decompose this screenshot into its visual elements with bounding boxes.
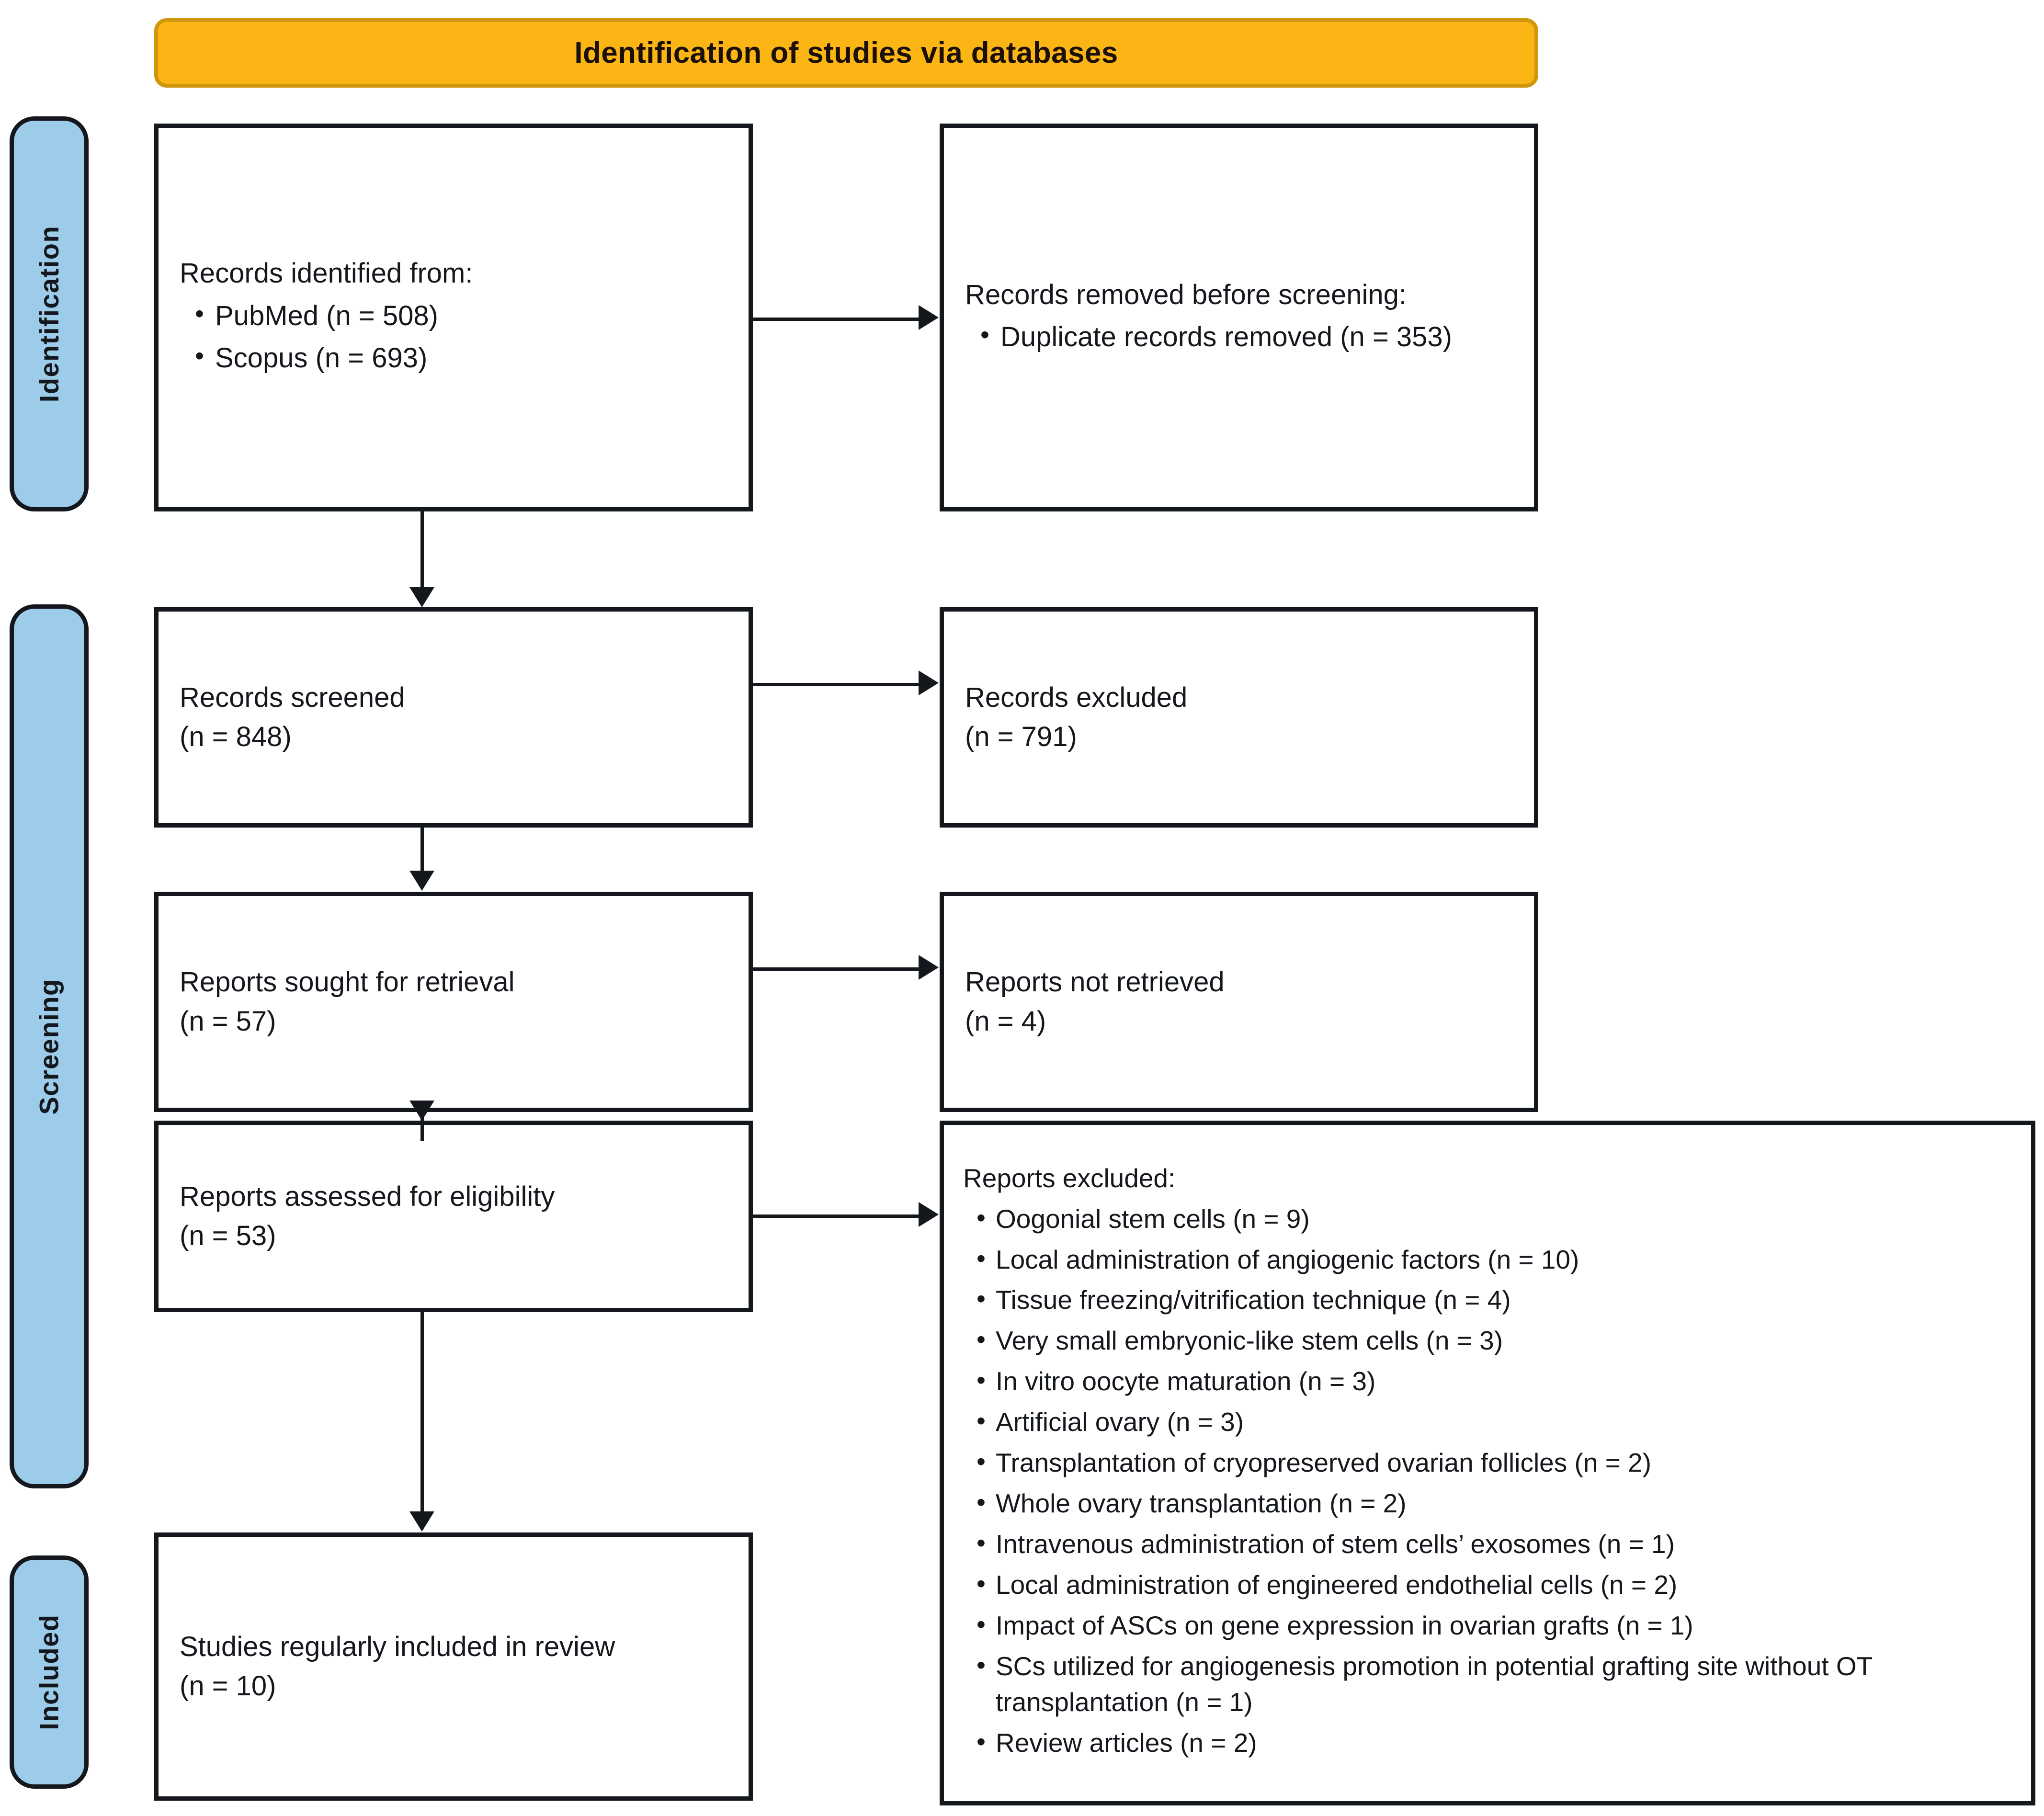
list-item: Review articles (n = 2)	[977, 1724, 2012, 1761]
list-item: Oogonial stem cells (n = 9)	[977, 1200, 2012, 1237]
list-item: Local administration of angiogenic facto…	[977, 1241, 2012, 1278]
box-reports-assessed-label: Reports assessed for eligibility	[180, 1180, 555, 1212]
arrowhead-down	[409, 587, 434, 607]
banner-title: Identification of studies via databases	[574, 36, 1118, 69]
box-studies-included-in-review: Studies regularly included in review (n …	[154, 1532, 753, 1801]
box-records-excluded: Records excluded (n = 791)	[940, 607, 1538, 828]
connector-sought-to-not-retrieved	[753, 967, 920, 971]
arrowhead-down	[409, 1101, 434, 1121]
list-item: Scopus (n = 693)	[195, 338, 727, 378]
box-reports-assessed-for-eligibility: Reports assessed for eligibility (n = 53…	[154, 1121, 753, 1312]
arrowhead-right	[919, 955, 939, 980]
box-records-removed-list: Duplicate records removed (n = 353)	[965, 315, 1513, 360]
box-reports-not-retrieved: Reports not retrieved (n = 4)	[940, 892, 1538, 1112]
phase-rail-identification-label: Identification	[34, 225, 65, 403]
list-item: Very small embryonic-like stem cells (n …	[977, 1322, 2012, 1359]
box-records-excluded-label: Records excluded	[965, 681, 1188, 713]
box-records-identified: Records identified from: PubMed (n = 508…	[154, 124, 753, 511]
box-reports-excluded-heading: Reports excluded:	[963, 1163, 1176, 1193]
arrowhead-right	[919, 1202, 939, 1227]
phase-rail-identification: Identification	[10, 116, 89, 511]
list-item: Duplicate records removed (n = 353)	[980, 317, 1513, 357]
box-records-removed-before-screening: Records removed before screening: Duplic…	[940, 124, 1538, 511]
connector-screened-to-records-excluded	[753, 683, 920, 686]
phase-rail-included: Included	[10, 1555, 89, 1789]
phase-rail-screening: Screening	[10, 604, 89, 1488]
connector-assessed-to-included	[420, 1312, 424, 1513]
connector-identified-to-screened	[420, 511, 424, 589]
box-records-screened-label: Records screened	[180, 681, 405, 713]
box-reports-sought-count: (n = 57)	[180, 1006, 276, 1037]
box-studies-included-count: (n = 10)	[180, 1670, 276, 1702]
box-reports-sought-for-retrieval: Reports sought for retrieval (n = 57)	[154, 892, 753, 1112]
list-item: Transplantation of cryopreserved ovarian…	[977, 1444, 2012, 1481]
box-reports-assessed-count: (n = 53)	[180, 1220, 276, 1251]
arrowhead-right	[919, 670, 939, 695]
box-records-screened: Records screened (n = 848)	[154, 607, 753, 828]
arrowhead-right	[919, 305, 939, 330]
box-records-excluded-count: (n = 791)	[965, 721, 1077, 752]
box-reports-not-retrieved-count: (n = 4)	[965, 1006, 1046, 1037]
arrowhead-down	[409, 871, 434, 891]
list-item: Tissue freezing/vitrification technique …	[977, 1281, 2012, 1318]
box-reports-excluded-list: Oogonial stem cells (n = 9) Local admini…	[963, 1197, 2012, 1766]
list-item: Local administration of engineered endot…	[977, 1566, 2012, 1603]
box-studies-included-label: Studies regularly included in review	[180, 1631, 615, 1662]
list-item: Whole ovary transplantation (n = 2)	[977, 1485, 2012, 1522]
connector-assessed-to-reports-excluded	[753, 1214, 920, 1218]
connector-sought-to-assessed	[420, 1112, 424, 1141]
banner-identification-via-databases: Identification of studies via databases	[154, 18, 1538, 88]
list-item: PubMed (n = 508)	[195, 295, 727, 336]
connector-screened-to-sought	[420, 828, 424, 872]
list-item: SCs utilized for angiogenesis promotion …	[977, 1647, 2012, 1721]
box-reports-sought-label: Reports sought for retrieval	[180, 966, 515, 998]
box-records-screened-count: (n = 848)	[180, 721, 292, 752]
box-reports-excluded: Reports excluded: Oogonial stem cells (n…	[940, 1121, 2035, 1805]
arrowhead-down	[409, 1511, 434, 1532]
box-reports-not-retrieved-label: Reports not retrieved	[965, 966, 1225, 998]
list-item: In vitro oocyte maturation (n = 3)	[977, 1362, 2012, 1400]
list-item: Impact of ASCs on gene expression in ova…	[977, 1607, 2012, 1644]
box-records-removed-heading: Records removed before screening:	[965, 279, 1407, 310]
box-records-identified-heading: Records identified from:	[180, 258, 473, 289]
connector-identified-to-removed	[753, 318, 920, 321]
phase-rail-included-label: Included	[34, 1614, 65, 1730]
box-records-identified-list: PubMed (n = 508) Scopus (n = 693)	[180, 294, 727, 381]
phase-rail-screening-label: Screening	[34, 978, 65, 1115]
list-item: Artificial ovary (n = 3)	[977, 1403, 2012, 1441]
list-item: Intravenous administration of stem cells…	[977, 1525, 2012, 1563]
